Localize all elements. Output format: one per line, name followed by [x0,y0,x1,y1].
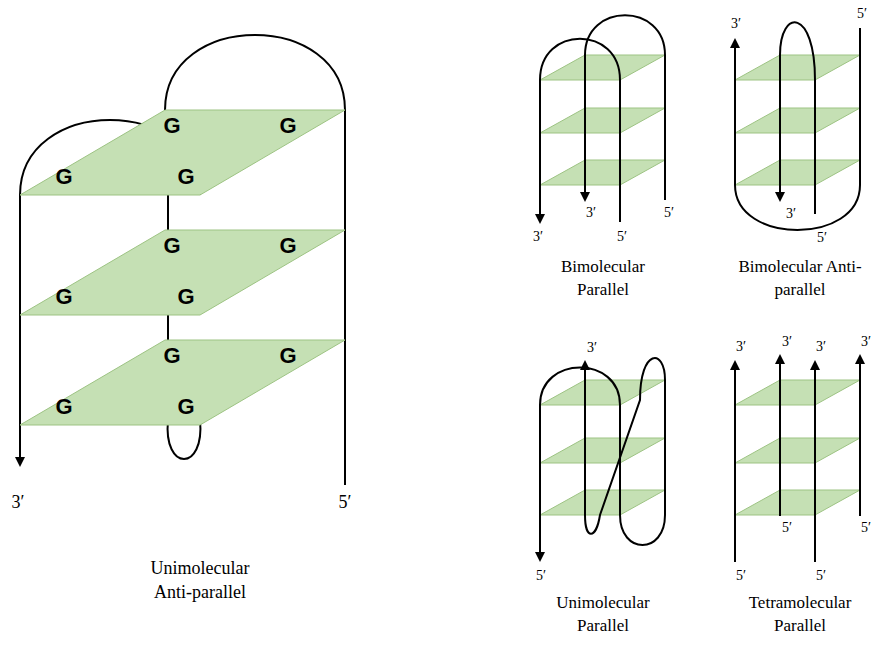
strand-end-label: 3′ [586,206,596,220]
g-quartet: G G G G [20,230,345,315]
guanine-letter: G [163,345,180,367]
strand-end-label: 3′ [736,340,746,354]
strand [540,15,665,222]
structure-caption: Unimolecular Parallel [533,592,673,638]
structure-caption: Unimolecular Anti-parallel [130,556,270,605]
guanine-letter: G [163,115,180,137]
structure-caption: Bimolecular Parallel [533,256,673,302]
strand-end-label: 3′ [533,230,543,244]
guanine-letter: G [177,286,194,308]
strand [20,35,345,485]
strand-end-label: 5′ [736,569,746,583]
guanine-letter: G [279,345,296,367]
strand-end-label: 5′ [536,569,546,583]
guanine-letter: G [279,115,296,137]
guanine-letter: G [55,396,72,418]
strand-end-label: 5′ [857,7,867,21]
strand-end-label: 3′ [731,17,741,31]
strand-end-label: 3′ [861,335,871,349]
strand-end-label: 5′ [664,206,674,220]
guanine-letter: G [279,235,296,257]
strand [540,358,665,560]
guanine-letter: G [177,166,194,188]
strand-end-label: 3′ [782,335,792,349]
g-quartet: G G G G [20,110,345,195]
guanine-letter: G [55,286,72,308]
structure-caption: Tetramolecular Parallel [730,592,870,638]
strand-end-label: 5′ [816,569,826,583]
structure-caption: Bimolecular Anti-parallel [730,256,870,302]
strand [735,22,860,230]
strand-end-label: 3′ [816,340,826,354]
guanine-letter: G [177,396,194,418]
strand [735,356,860,562]
strand-end-label: 5′ [817,231,827,245]
strand-end-label: 5′ [782,521,792,535]
g-quartet: G G G G [20,340,345,425]
strand-end-label: 5′ [861,521,871,535]
strand-end-label: 5′ [339,493,352,511]
guanine-letter: G [163,235,180,257]
guanine-letter: G [55,166,72,188]
strand-end-label: 3′ [12,493,25,511]
strand-end-label: 3′ [786,207,796,221]
strand-end-label: 3′ [587,341,597,355]
strand-end-label: 5′ [617,230,627,244]
